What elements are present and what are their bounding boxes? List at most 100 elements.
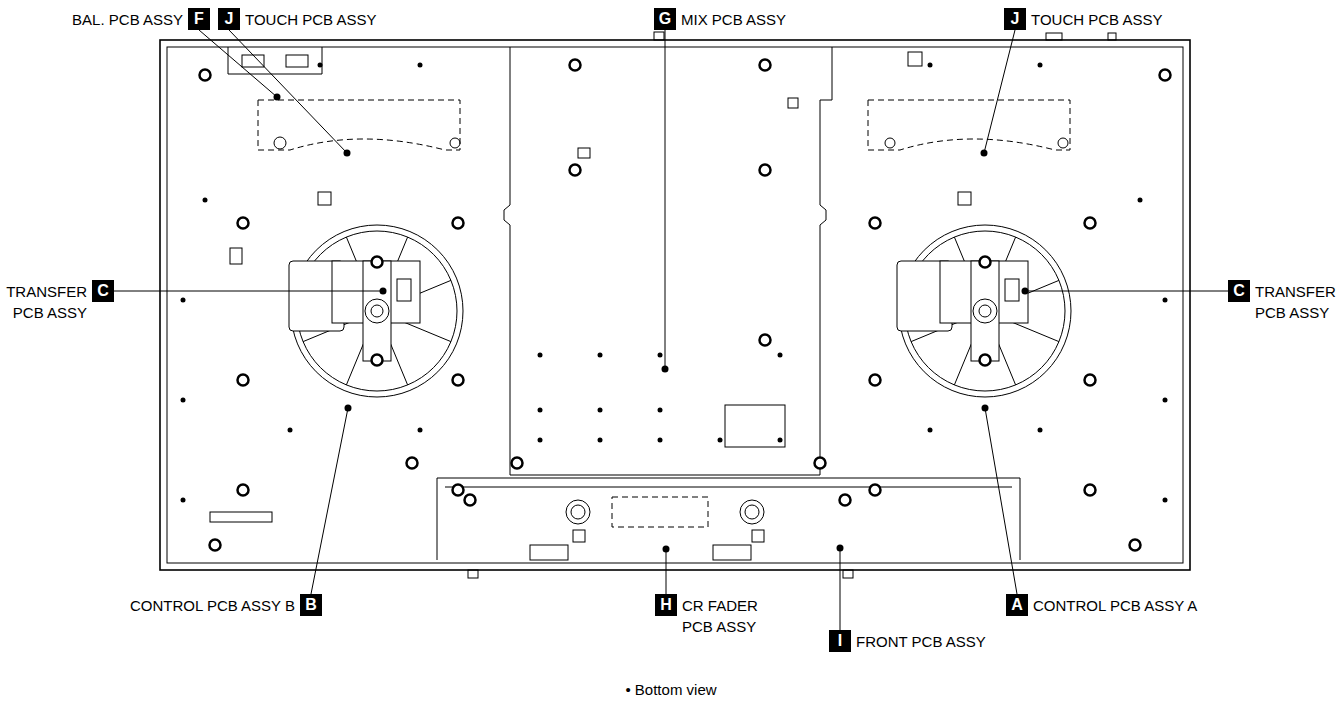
hole [418,63,423,68]
name-group: MIX PCB ASSY [681,8,786,30]
screw [980,355,991,366]
front-jack [571,505,585,519]
connector [242,55,264,67]
screw [238,218,249,229]
name-group: TRANSFER PCB ASSY [2,280,87,323]
leader-dot [345,405,352,412]
screw [512,458,523,469]
screw [870,375,881,386]
front-jack [566,500,590,524]
hole [658,438,663,443]
leader-line [311,408,348,594]
callout-letter: H [655,594,677,616]
part-name: TRANSFER PCB ASSY [2,280,87,323]
hole [538,408,543,413]
screw [570,165,581,176]
callout: CTRANSFER PCB ASSY [1228,280,1340,323]
callout: HCR FADER PCB ASSY [655,594,764,637]
hole [1163,298,1168,303]
screw [1160,70,1171,81]
hole [203,198,208,203]
screw [238,485,249,496]
hole [181,298,186,303]
screw [465,495,476,506]
mix-panel-outline [504,47,832,475]
hub [365,299,389,323]
screw [760,335,771,346]
callout: FBAL. PCB ASSY [72,8,210,30]
screw [1130,540,1141,551]
part-name: TRANSFER PCB ASSY [1255,280,1340,323]
hole [928,428,933,433]
hole [658,353,663,358]
hole [1163,398,1168,403]
hub [973,299,997,323]
screw [870,485,881,496]
connector [1005,279,1019,301]
connector [286,55,308,67]
touch-hole [450,138,460,148]
hole [778,353,783,358]
hole [538,438,543,443]
small-mark [578,148,590,158]
screw [870,218,881,229]
callout: JTOUCH PCB ASSY [1004,8,1162,30]
hub-bracket [363,261,391,361]
leader-group [114,30,1228,630]
bal-pcb-outline [228,47,322,74]
small-square [318,192,331,205]
hole [598,353,603,358]
screw [1085,485,1096,496]
name-group: TRANSFER PCB ASSY [1255,280,1340,323]
hole [1163,498,1168,503]
hole [181,498,186,503]
connector [713,545,751,560]
leader-dot [982,405,989,412]
leader-dot [663,546,670,553]
screw [210,540,221,551]
screw [1085,375,1096,386]
callout-letter: C [1228,280,1250,302]
platter-spoke [1009,321,1059,342]
screw [760,165,771,176]
leader-line [984,30,1015,153]
small-mark [230,248,242,264]
knob-stub [468,570,478,578]
name-group: TOUCH PCB ASSY [245,8,376,30]
name-group: BAL. PCB ASSY [72,8,183,30]
touch-pcb-outline [258,100,460,150]
view-caption: • Bottom view [0,680,1342,700]
leader-line [665,30,666,369]
hole [658,408,663,413]
part-name: FRONT PCB ASSY [856,630,986,652]
connector [573,530,585,542]
hole [1138,198,1143,203]
hub-bracket [971,261,999,361]
hole [598,408,603,413]
callout: IFRONT PCB ASSY [829,630,986,652]
leader-line [114,291,383,292]
hub [371,305,383,317]
part-name: MIX PCB ASSY [681,8,786,30]
leader-dot [274,94,281,101]
part-name: CR FADER PCB ASSY [682,594,764,637]
screw-group [181,60,1171,551]
leader-line [666,549,667,594]
callout-letter: G [654,8,676,30]
callout-letter: B [300,594,322,616]
touch-hole [885,138,895,148]
top-tab [654,32,664,40]
connector [530,545,568,560]
front-jack [745,505,759,519]
front-panel-inner [445,487,1012,488]
callout: CTRANSFER PCB ASSY [2,280,114,323]
leader-line [229,30,347,153]
hole [778,438,783,443]
touch-hole [1058,138,1068,148]
connector [752,530,764,542]
leader-dot [662,366,669,373]
top-tab [1108,33,1116,40]
callout: JTOUCH PCB ASSY [218,8,376,30]
leader-dot [344,150,351,157]
